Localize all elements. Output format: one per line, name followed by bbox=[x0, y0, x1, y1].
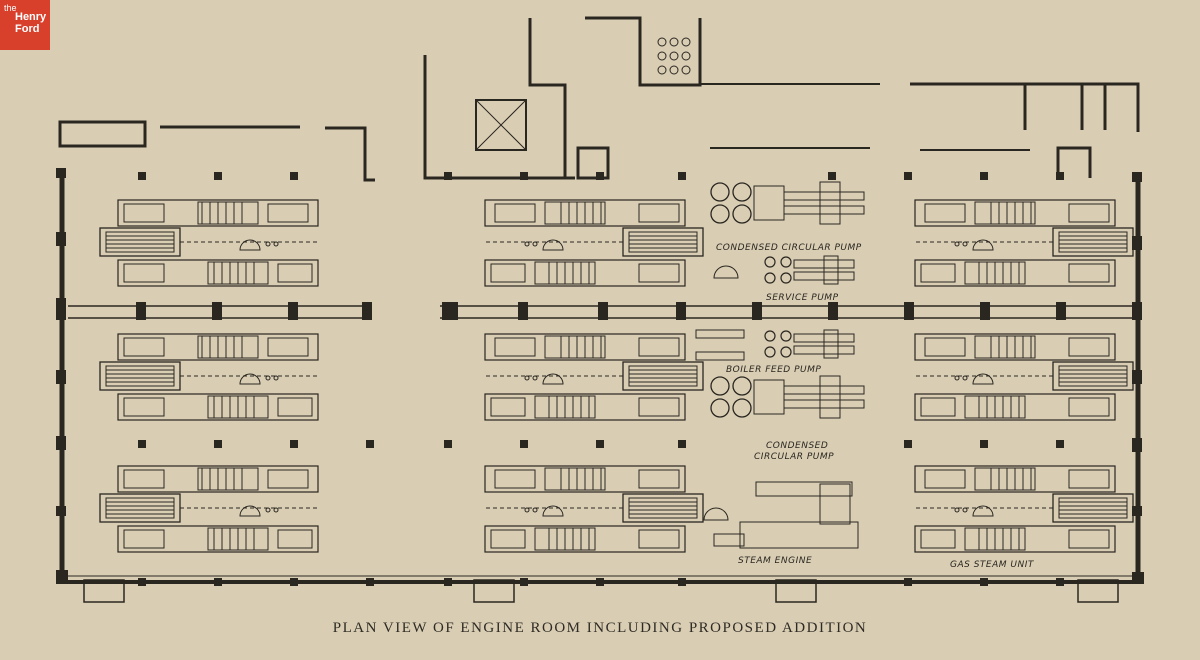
pumps bbox=[695, 181, 865, 549]
plan-labels: CONDENSED CIRCULAR PUMP SERVICE PUMP BOI… bbox=[716, 243, 1035, 570]
engine-unit-left-3 bbox=[99, 465, 319, 553]
label-condensed: CONDENSED bbox=[766, 441, 828, 451]
condensed-circular-pump-top bbox=[710, 181, 865, 225]
plan-caption: PLAN VIEW OF ENGINE ROOM INCLUDING PROPO… bbox=[332, 620, 868, 636]
engine-unit-right-3 bbox=[914, 465, 1134, 553]
engine-unit-right-1 bbox=[914, 199, 1134, 287]
building-walls bbox=[58, 16, 1141, 603]
label-gas-steam-unit: GAS STEAM UNIT bbox=[950, 560, 1035, 570]
logo-the: the bbox=[4, 3, 17, 13]
engine-unit-center-1 bbox=[484, 199, 704, 287]
label-circular-pump: CIRCULAR PUMP bbox=[754, 452, 834, 462]
engine-unit-center-3 bbox=[484, 465, 704, 553]
column-piers bbox=[56, 168, 1144, 586]
label-condensed-circular-pump-top: CONDENSED CIRCULAR PUMP bbox=[716, 243, 862, 253]
engine-unit-right-2 bbox=[914, 333, 1134, 421]
engine-unit-center-2 bbox=[484, 333, 704, 421]
boiler-feed-pump bbox=[764, 329, 855, 359]
stack-circles bbox=[657, 37, 691, 75]
engine-units bbox=[99, 199, 1134, 553]
label-boiler-feed-pump: BOILER FEED PUMP bbox=[726, 365, 821, 375]
label-service-pump: SERVICE PUMP bbox=[766, 293, 839, 303]
condensed-circular-pump-bottom bbox=[710, 375, 865, 419]
engine-unit-left-1 bbox=[99, 199, 319, 287]
engine-unit-left-2 bbox=[99, 333, 319, 421]
label-steam-engine: STEAM ENGINE bbox=[738, 556, 812, 566]
service-pump bbox=[764, 255, 855, 285]
